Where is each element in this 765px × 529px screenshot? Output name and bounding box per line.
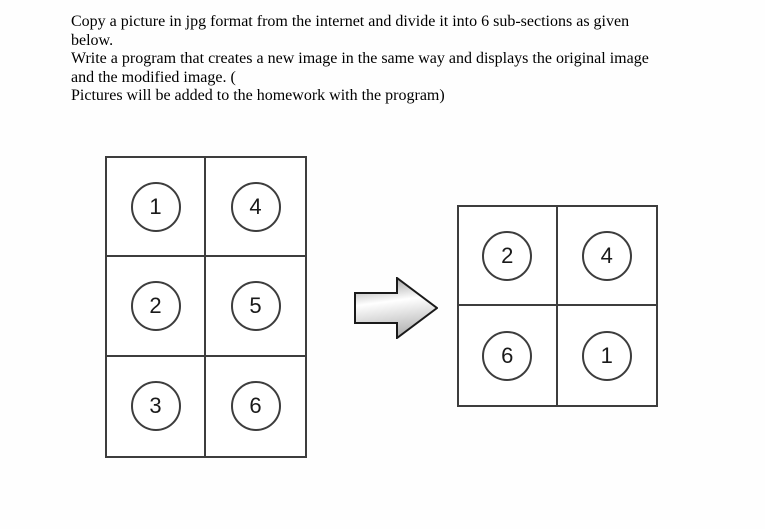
section-number-circle: 6 — [482, 330, 533, 381]
section-number-circle: 1 — [130, 181, 181, 232]
right-block-arrow-icon — [354, 276, 439, 340]
section-number-circle: 6 — [230, 381, 281, 432]
grid-cell: 6 — [206, 357, 305, 456]
section-number-circle: 2 — [482, 230, 533, 281]
grid-cell: 2 — [459, 207, 558, 306]
instruction-text-block: Copy a picture in jpg format from the in… — [71, 13, 711, 106]
section-number-circle: 4 — [581, 230, 632, 281]
transform-arrow — [354, 276, 439, 340]
section-number-circle: 4 — [230, 181, 281, 232]
modified-image-grid: 2 4 6 1 — [457, 205, 658, 407]
grid-cell: 4 — [557, 207, 656, 306]
grid-cell: 3 — [107, 356, 206, 456]
instruction-line: Pictures will be added to the homework w… — [71, 87, 445, 105]
instruction-line: below. — [71, 31, 114, 49]
original-image-grid: 1 4 2 5 3 6 — [105, 156, 307, 458]
grid-cell: 1 — [558, 306, 657, 405]
grid-cell: 6 — [459, 306, 558, 405]
instruction-line: Copy a picture in jpg format from the in… — [71, 13, 630, 30]
grid-cell: 5 — [206, 257, 305, 357]
grid-cell: 1 — [107, 158, 206, 258]
instruction-line: Write a program that creates a new image… — [71, 50, 649, 68]
section-number-circle: 3 — [130, 381, 181, 432]
section-number-circle: 5 — [230, 280, 281, 331]
section-number-circle: 1 — [581, 330, 632, 381]
grid-cell: 4 — [206, 158, 305, 258]
section-number-circle: 2 — [130, 280, 181, 331]
grid-cell: 2 — [107, 257, 206, 357]
instruction-line: and the modified image. ( — [71, 68, 236, 86]
